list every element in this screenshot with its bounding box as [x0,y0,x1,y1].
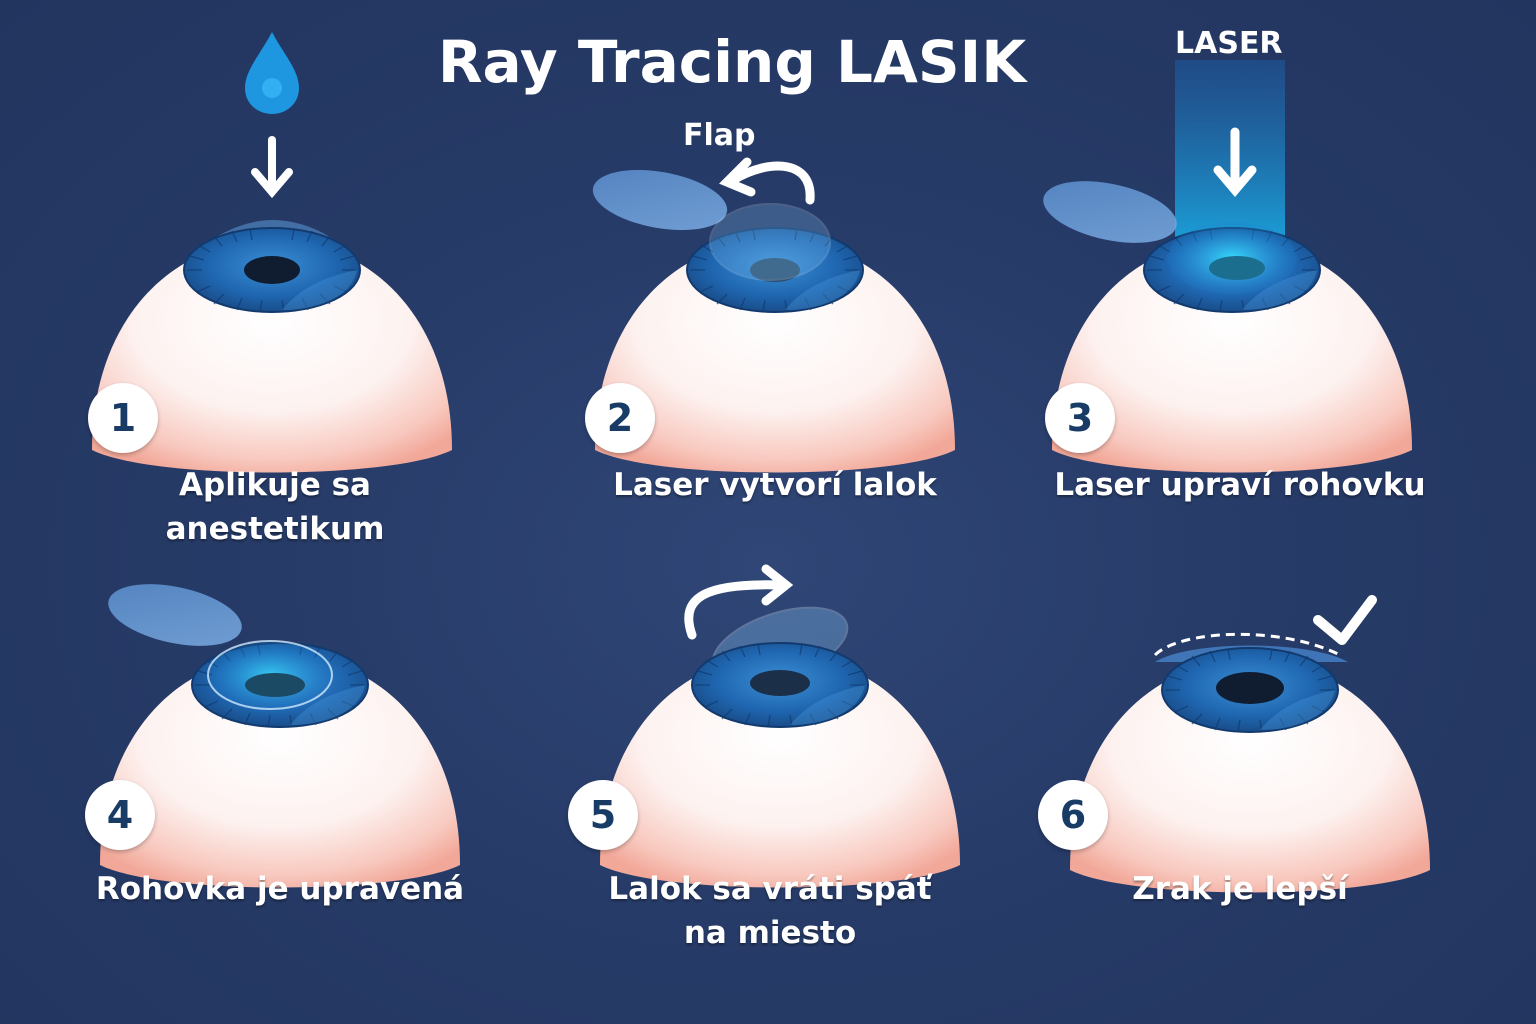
step-caption: Zrak je lepší [1132,871,1348,907]
flap-icon [592,170,728,230]
flap-label: Flap [683,118,756,153]
step-6: 6 Zrak je lepší [1020,435,1460,935]
step-number-badge: 3 [1045,383,1115,453]
curved-arrow-right-icon [684,564,794,640]
step-5: 5 Lalok sa vráti spáť na miesto [550,435,990,951]
step-caption: Lalok sa vráti spáť na miesto [608,871,932,951]
pupil-icon [244,256,300,284]
step-caption: Rohovka je upravená [95,871,465,907]
step-2: Flap 2 Laser vytvorí lalok [555,30,995,530]
arrow-down-icon [251,136,293,199]
step-number-badge: 5 [568,780,638,850]
arrow-down-icon [1213,127,1257,197]
step-1: 1 Aplikuje sa anestetikum [55,30,495,547]
step-caption: Laser upraví rohovku [1054,467,1426,503]
dashed-arc-icon [1153,632,1341,657]
flap-icon [108,584,242,646]
step-number-badge: 4 [85,780,155,850]
step-number-badge: 6 [1038,780,1108,850]
laser-label: LASER [1175,26,1283,61]
step-number-badge: 2 [585,383,655,453]
step-caption: Aplikuje sa anestetikum [165,467,385,547]
curved-arrow-left-icon [719,157,815,205]
pupil-icon [1216,672,1284,704]
step-4: 4 Rohovka je upravená [60,435,500,935]
step-3: LASER 3 Laser upraví rohovku [1020,26,1460,530]
page-title: Ray Tracing LASIK [437,28,1027,96]
checkmark-icon [1313,595,1377,645]
drop-icon [245,32,299,114]
flap-icon [1043,181,1177,243]
step-number-badge: 1 [88,383,158,453]
step-caption: Laser vytvorí lalok [613,467,937,503]
